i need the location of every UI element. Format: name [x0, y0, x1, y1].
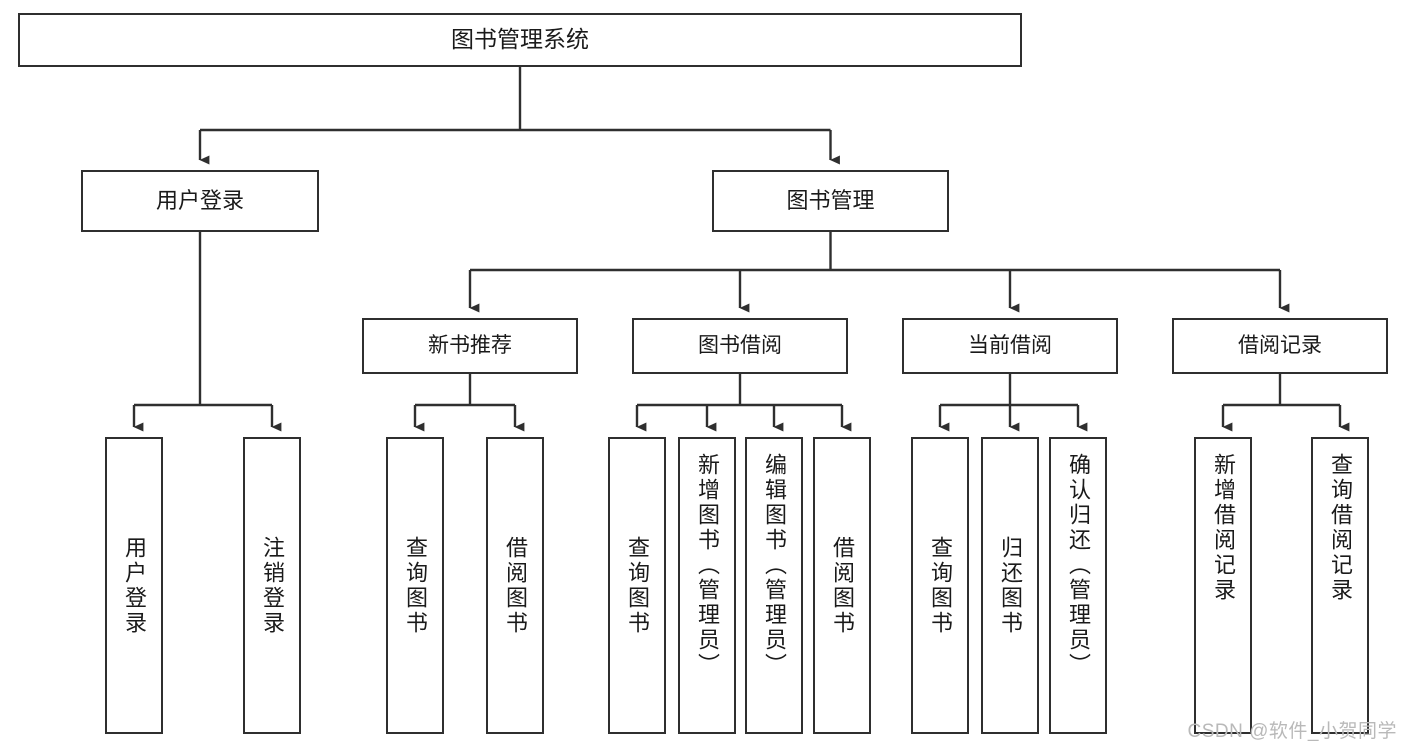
node-leaf-add-record[interactable]: 新增借阅记录 — [1194, 437, 1252, 734]
node-leaf-confirm-return[interactable]: 确认归还（管理员） — [1049, 437, 1107, 734]
node-label: 借阅图书 — [830, 535, 855, 636]
node-label: 借阅记录 — [1238, 334, 1322, 358]
node-label: 当前借阅 — [968, 334, 1052, 358]
node-leaf-borrow-book-bor[interactable]: 借阅图书 — [813, 437, 871, 734]
node-label: 新增图书（管理员） — [695, 453, 720, 678]
node-root[interactable]: 图书管理系统 — [18, 13, 1022, 67]
node-leaf-add-book[interactable]: 新增图书（管理员） — [678, 437, 736, 734]
node-leaf-borrow-book-rec[interactable]: 借阅图书 — [486, 437, 544, 734]
node-label: 确认归还（管理员） — [1066, 453, 1091, 678]
node-label: 新增借阅记录 — [1211, 453, 1236, 603]
node-leaf-query-book-bor[interactable]: 查询图书 — [608, 437, 666, 734]
node-label: 用户登录 — [122, 535, 147, 636]
node-leaf-query-book-rec[interactable]: 查询图书 — [386, 437, 444, 734]
node-label: 图书借阅 — [698, 334, 782, 358]
node-leaf-edit-book[interactable]: 编辑图书（管理员） — [745, 437, 803, 734]
node-label: 查询图书 — [928, 535, 953, 636]
node-label: 查询图书 — [625, 535, 650, 636]
node-label: 查询图书 — [403, 535, 428, 636]
node-label: 用户登录 — [155, 187, 244, 213]
node-label: 借阅图书 — [503, 535, 528, 636]
node-label: 新书推荐 — [428, 334, 512, 358]
node-label: 注销登录 — [260, 535, 285, 636]
node-leaf-query-book-cur[interactable]: 查询图书 — [911, 437, 969, 734]
node-user-login[interactable]: 用户登录 — [81, 170, 319, 232]
node-label: 图书管理 — [786, 187, 875, 213]
node-leaf-user-login[interactable]: 用户登录 — [105, 437, 163, 734]
node-label: 编辑图书（管理员） — [762, 453, 787, 678]
node-leaf-query-record[interactable]: 查询借阅记录 — [1311, 437, 1369, 734]
node-label: 归还图书 — [998, 535, 1023, 636]
node-label: 图书管理系统 — [451, 26, 589, 53]
csdn-watermark: CSDN @软件_小贺同学 — [1187, 721, 1397, 742]
node-new-book-rec[interactable]: 新书推荐 — [362, 318, 578, 374]
node-book-borrow[interactable]: 图书借阅 — [632, 318, 848, 374]
node-current-borrow[interactable]: 当前借阅 — [902, 318, 1118, 374]
node-leaf-user-logout[interactable]: 注销登录 — [243, 437, 301, 734]
node-book-manage[interactable]: 图书管理 — [712, 170, 949, 232]
node-label: 查询借阅记录 — [1328, 453, 1353, 603]
node-leaf-return-book[interactable]: 归还图书 — [981, 437, 1039, 734]
node-borrow-record[interactable]: 借阅记录 — [1172, 318, 1388, 374]
